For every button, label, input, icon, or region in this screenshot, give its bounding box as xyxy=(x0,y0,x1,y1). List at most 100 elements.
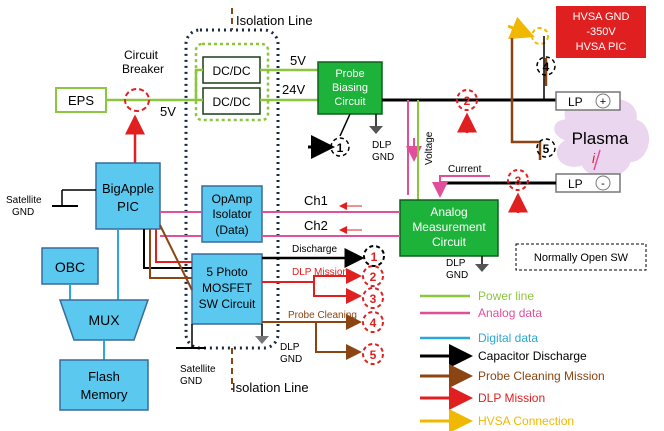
mux-block xyxy=(58,299,150,341)
cleaning-path-mid xyxy=(510,38,542,160)
dcdc-box-1-label: DC/DC xyxy=(213,64,251,78)
current-i-label: i xyxy=(592,150,596,166)
probe-biasing-label-1: Probe xyxy=(335,68,364,80)
mux-label: MUX xyxy=(88,312,120,328)
legend-label-0: Power line xyxy=(478,289,534,303)
hvsa-label-1: HVSA GND xyxy=(573,11,630,23)
hvsa-label-2: -350V xyxy=(586,26,616,38)
sat-gnd-2-label-b: GND xyxy=(180,376,202,387)
sw1-wire xyxy=(339,113,351,137)
out-24v-label: 24V xyxy=(282,82,305,97)
switch-2-upper xyxy=(456,89,478,111)
flash-label-1: Flash xyxy=(88,369,120,384)
hvsa-box xyxy=(556,6,646,58)
sat-gnd-1-label-b: GND xyxy=(12,207,34,218)
analog-label-2: Measurement xyxy=(412,220,486,234)
switch-4-upper xyxy=(536,56,556,76)
hvsa-label-3: HVSA PIC xyxy=(576,41,627,53)
eps-box xyxy=(55,87,107,113)
normally-open-box xyxy=(515,243,647,271)
switch-1-upper-number: 1 xyxy=(337,141,344,155)
probe-biasing-label-3: Circuit xyxy=(334,96,365,108)
bigapple-label-1: BigApple xyxy=(102,181,154,196)
dlp-gnd-2-label-a: DLP xyxy=(446,258,466,269)
bigapple-pic-box xyxy=(95,162,161,230)
dlp-gnd-1-label-a: DLP xyxy=(372,140,392,151)
switch-2-lower xyxy=(362,265,384,287)
ctrl-line-red xyxy=(155,229,192,263)
bigapple-label-2: PIC xyxy=(117,199,139,214)
ch1-label: Ch1 xyxy=(304,193,328,208)
opamp-label-2: Isolator xyxy=(212,207,251,221)
plasma-label: Plasma xyxy=(572,129,629,148)
lp-plus-probe xyxy=(555,91,621,111)
lp-minus-sign-circle xyxy=(595,175,611,191)
mosfet-label-3: SW Circuit xyxy=(199,297,256,311)
switch-2-lower-number: 2 xyxy=(370,270,377,284)
flash-label-2: Memory xyxy=(81,387,128,402)
switch-3-upper xyxy=(507,169,529,191)
analog-label-3: Circuit xyxy=(432,235,467,249)
legend-label-2: Digital data xyxy=(478,331,538,345)
sat-gnd-2-label-a: Satellite xyxy=(180,364,216,375)
cleaning-out-arrow-5 xyxy=(315,322,362,360)
opamp-isolator-box xyxy=(201,185,263,243)
sat-gnd-1-label-a: Satellite xyxy=(6,195,42,206)
dcdc-frame xyxy=(194,42,270,122)
power-line-eps xyxy=(106,68,203,102)
lp-plus-label: LP xyxy=(568,95,583,109)
switch-5-lower-number: 5 xyxy=(370,348,377,362)
dlp-gnd-3-label-a: DLP xyxy=(280,342,300,353)
digital-bigapple-mosfet xyxy=(159,224,193,291)
current-i-arrow xyxy=(593,149,601,171)
switch-2-upper-number: 2 xyxy=(464,94,471,108)
probe-cleaning-label: Probe Cleaning xyxy=(288,310,357,321)
switch-5-upper-number: 5 xyxy=(543,142,550,156)
eps-label: EPS xyxy=(68,93,94,108)
voltage-label: Voltage xyxy=(424,131,435,165)
lp-plus-sign-circle xyxy=(595,93,611,109)
legend-label-5: DLP Mission xyxy=(478,391,545,405)
lp-minus-label: LP xyxy=(568,177,583,191)
circuit-breaker-symbol xyxy=(124,88,150,112)
probe-biasing-circuit-box xyxy=(317,61,383,115)
circuit-breaker-label-2: Breaker xyxy=(122,62,164,76)
probe-biasing-label-2: Biasing xyxy=(332,82,368,94)
switch-4-lower-number: 4 xyxy=(370,316,377,330)
dlp-out-arrow-3 xyxy=(313,282,362,304)
obc-label: OBC xyxy=(55,259,85,275)
switch-1-upper xyxy=(330,137,350,157)
switch-3-lower xyxy=(362,287,384,309)
current-label: Current xyxy=(448,164,482,175)
switch-4-lower xyxy=(362,311,384,333)
legend-label-6: HVSA Connection xyxy=(478,414,574,428)
analog-label-1: Analog xyxy=(430,205,467,219)
switch-1-lower xyxy=(363,245,385,267)
hvsa-switch xyxy=(531,27,549,45)
legend-label-1: Analog data xyxy=(478,306,542,320)
normally-open-label: Normally Open SW xyxy=(534,252,629,264)
flash-memory-box xyxy=(59,359,149,411)
ctrl-line-brown xyxy=(149,229,192,279)
out-5v-label: 5V xyxy=(290,53,306,68)
switch-3-lower-number: 3 xyxy=(370,292,377,306)
dlp-gnd-2-symbol xyxy=(475,264,489,272)
dlp-gnd-3-label-b: GND xyxy=(280,354,302,365)
opamp-label-1: OpAmp xyxy=(212,192,253,206)
obc-box xyxy=(41,247,99,285)
dlp-mission-label: DLP Mission xyxy=(292,267,348,278)
switch-3-upper-number: 3 xyxy=(515,174,522,188)
switch-4-upper-number: 4 xyxy=(543,60,550,74)
ctrl-line-black xyxy=(143,229,192,269)
legend-label-3: Capacitor Discharge xyxy=(478,349,587,363)
switch-5-upper xyxy=(536,138,556,158)
hvsa-arrow xyxy=(507,16,535,39)
opamp-label-3: (Data) xyxy=(215,223,248,237)
dlp-out-arrow-2 xyxy=(262,268,362,284)
mosfet-label-2: MOSFET xyxy=(202,281,253,295)
dlp-gnd-1-symbol xyxy=(369,126,383,134)
switch-1-lower-number: 1 xyxy=(371,250,378,264)
